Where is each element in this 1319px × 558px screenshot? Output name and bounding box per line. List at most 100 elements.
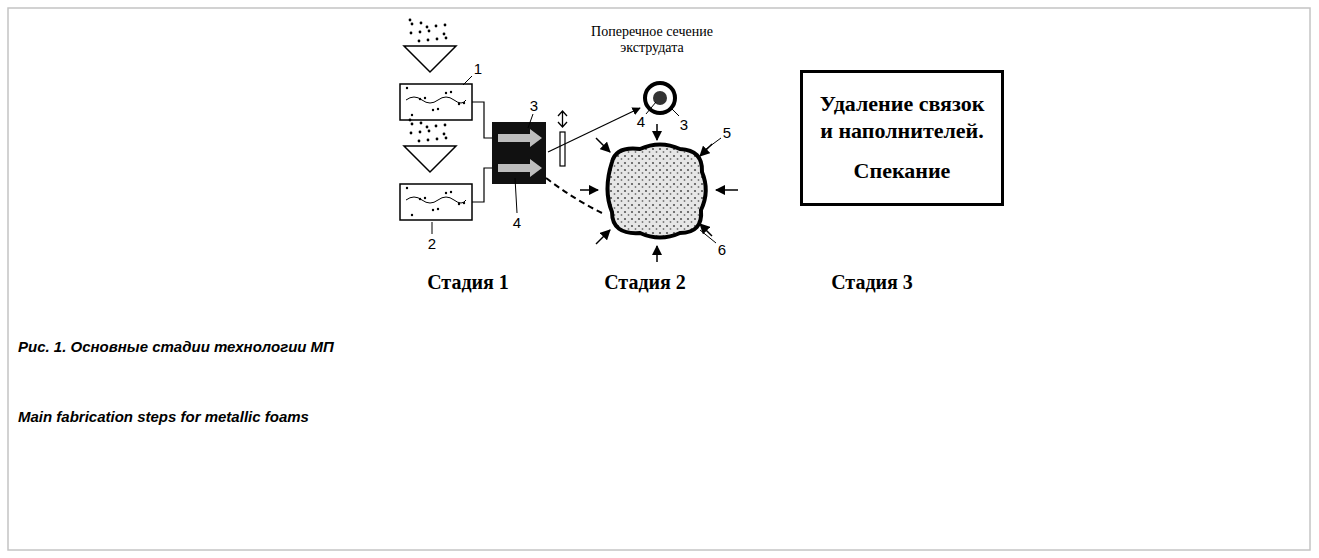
callout-number: 2 [428, 236, 436, 251]
leader-line [702, 138, 721, 152]
powder-dot [420, 22, 423, 25]
powder-dot [424, 197, 426, 199]
mixer-1 [400, 19, 472, 120]
leader-line [670, 107, 679, 116]
stage-label: Стадия 1 [427, 271, 509, 294]
powder-dot [437, 208, 439, 210]
powder-dot [424, 97, 426, 99]
mixer-blade [406, 197, 466, 203]
powder-dot [419, 31, 422, 34]
powder-dot [445, 137, 448, 140]
pressure-arrow [596, 230, 610, 244]
mixer-2 [400, 119, 472, 220]
extruder-die [492, 122, 546, 184]
extrudate-section [645, 83, 675, 113]
powder-dot [428, 130, 431, 133]
leader-line [700, 230, 716, 243]
powder-dot [418, 140, 421, 143]
powder-dot [463, 102, 465, 104]
compact-blob [608, 145, 706, 238]
powder-dot [436, 138, 439, 141]
powder-dot [411, 114, 413, 116]
pressure-arrow [656, 246, 658, 262]
powder-dot [427, 39, 430, 42]
powder-dot [410, 132, 413, 135]
powder-dot [411, 214, 413, 216]
pressure-arrow [656, 124, 658, 140]
powder-dot [445, 92, 447, 94]
powder-dot [444, 24, 447, 27]
powder-dot [458, 103, 460, 105]
cutter-blade [560, 132, 565, 166]
callout-number: 4 [637, 114, 645, 129]
powder-dot [419, 198, 421, 200]
flow-arrow [498, 129, 542, 147]
callout-number: 1 [474, 61, 482, 76]
box-text: Удаление связок и наполнителей. [817, 91, 987, 144]
figure-caption: Рис. 1. Основные стадии технологии МП [18, 338, 334, 355]
leader-line [515, 178, 517, 213]
callout-number: 3 [680, 117, 688, 132]
feed-line [472, 102, 492, 138]
powder-dot [419, 131, 422, 134]
powder-dot [418, 40, 421, 43]
powder-dot [437, 108, 439, 110]
pressure-arrow [700, 224, 712, 236]
flow-arrow [498, 159, 542, 177]
stage-label: Стадия 3 [831, 271, 913, 294]
feed-line [472, 168, 492, 202]
powder-dot [458, 203, 460, 205]
powder-dot [409, 19, 412, 22]
pressure-arrow [716, 189, 738, 191]
powder-dot [445, 37, 448, 40]
powder-dot [427, 139, 430, 142]
section-pointer [548, 108, 640, 152]
callout-number: 4 [513, 215, 521, 230]
powder-dot [411, 123, 414, 126]
extrudate-path [546, 178, 604, 214]
leader-line [528, 114, 533, 128]
powder-dot [435, 125, 438, 128]
leader-line [432, 222, 433, 234]
pressure-arrow [596, 138, 610, 152]
powder-dot [450, 191, 452, 193]
pressure-arrow [580, 189, 598, 191]
caption-english: Main fabrication steps for metallic foam… [18, 408, 309, 425]
powder-dot [443, 33, 446, 36]
powder-dot [428, 30, 431, 33]
powder-dot [409, 119, 412, 122]
figure-frame [8, 8, 1310, 550]
powder-dot [419, 98, 421, 100]
process-box: Удаление связок и наполнителей. Спекание [800, 70, 1004, 206]
mixer-box [400, 184, 472, 220]
box-text: Спекание [817, 158, 987, 184]
powder-dot [420, 122, 423, 125]
stage-label: Стадия 2 [604, 271, 686, 294]
powder-dot [463, 202, 465, 204]
powder-dot [443, 133, 446, 136]
hopper [404, 146, 456, 172]
powder-dot [406, 87, 408, 89]
mixer-blade [406, 97, 466, 103]
powder-dot [436, 38, 439, 41]
callout-number: 3 [530, 98, 538, 113]
powder-dot [450, 91, 452, 93]
powder-dot [444, 124, 447, 127]
leader-line [463, 76, 472, 85]
powder-dot [432, 209, 434, 211]
powder-dots [409, 19, 448, 43]
callout-number: 5 [723, 125, 731, 140]
powder-dot [406, 187, 408, 189]
powder-dot [410, 32, 413, 35]
pressure-arrows [580, 124, 738, 262]
callout-number: 6 [718, 242, 726, 257]
leader-line [646, 102, 656, 114]
powder-dot [411, 23, 414, 26]
powder-dot [426, 126, 429, 129]
mixer-box [400, 84, 472, 120]
cutter-motion [558, 111, 567, 127]
powder-dot [445, 192, 447, 194]
section-label: Поперечное сечение экструдата [572, 24, 732, 56]
leader-lines [432, 76, 721, 243]
powder-dots [409, 119, 448, 143]
